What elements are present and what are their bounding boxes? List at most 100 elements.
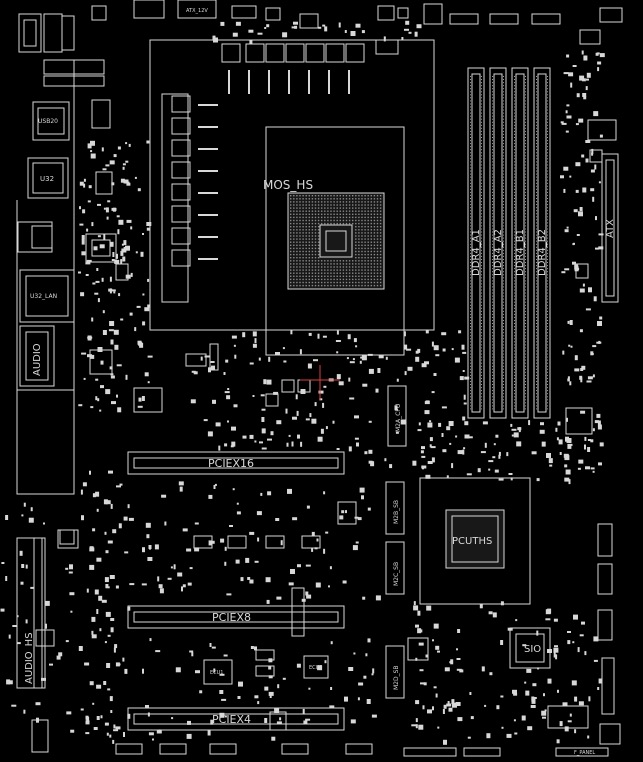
bottom-header-1 <box>115 743 143 755</box>
bottom-header-3 <box>209 743 237 755</box>
chip-mid-1 <box>337 501 357 525</box>
chip-mid-4 <box>265 535 285 549</box>
mosfet-top-4 <box>285 43 305 63</box>
bottom-header-8 <box>555 747 609 757</box>
ecu2-chip <box>303 655 329 679</box>
right-header-1 <box>597 523 613 557</box>
ecu1-chip <box>203 659 233 685</box>
pciex8-slot-inner <box>133 611 339 623</box>
pch-hs-outer <box>419 477 531 605</box>
label-sio: SIO <box>524 644 541 655</box>
bottom-header-6 <box>403 747 457 757</box>
sio-chip <box>509 627 551 669</box>
mosfet-left-5 <box>171 183 191 201</box>
label-ddr4-a1: DDR4_A1 <box>471 229 482 276</box>
mos-hs-outer <box>149 39 435 331</box>
io-usb-top <box>18 13 42 53</box>
cpu-socket-frame <box>265 126 405 356</box>
chip-left-3 <box>85 233 117 263</box>
sio-chip-inner <box>515 633 545 663</box>
top-chip-r10 <box>599 7 623 23</box>
mosfet-left-3 <box>171 139 191 157</box>
top-chip-r5 <box>397 7 409 19</box>
top-chip-r9 <box>531 13 561 25</box>
pciex4-slot-inner <box>133 713 339 725</box>
label-atx: ATX <box>605 219 616 238</box>
io-usb-top-inner <box>23 19 37 47</box>
mosfet-left-2 <box>171 117 191 135</box>
chip-mid-3 <box>227 535 247 549</box>
pcie-switch-chip <box>291 587 305 637</box>
label-pciex4: PCIEX4 <box>212 713 251 726</box>
ecu-cap-2 <box>255 665 275 677</box>
top-chip-r8 <box>489 13 519 25</box>
chip-mid-5 <box>301 535 321 549</box>
cpu-center-inner <box>325 230 347 252</box>
audio-cap-1 <box>35 629 55 647</box>
pciex8-slot <box>127 605 345 629</box>
usb20-inner <box>37 107 65 135</box>
u32-inner <box>32 162 64 194</box>
pciex16-slot <box>127 451 345 475</box>
label-m2a-cpu: M2A_CPU <box>395 404 402 432</box>
mos-hs-inner <box>161 93 189 303</box>
ddr4-a1-slot <box>467 67 485 419</box>
audio-jack-inner <box>25 331 49 381</box>
top-chip-r3 <box>299 13 319 29</box>
mosfet-top-3 <box>265 43 285 63</box>
bottom-header-4 <box>281 743 309 755</box>
label-mos-hs: MOS_HS <box>263 178 313 192</box>
io-connector-3 <box>61 15 75 51</box>
cpu-pins <box>290 195 382 287</box>
ddr4-a2-slot <box>489 67 507 419</box>
label-m2d-sb: M2D_SB <box>393 665 400 690</box>
audio-header <box>31 719 49 753</box>
mosfet-top-7 <box>345 43 365 63</box>
mosfet-top-6 <box>325 43 345 63</box>
label-ecu2: ECU2 <box>309 665 323 671</box>
cap-cluster-3 <box>265 393 279 407</box>
pciex16-slot-inner <box>133 457 339 469</box>
label-m2c-sb: M2C_SB <box>393 562 400 586</box>
pch-chip <box>445 509 505 569</box>
label-u32-lan: U32_LAN <box>30 293 57 300</box>
audio-hs-frame <box>16 537 46 689</box>
mosfet-top-2 <box>245 43 265 63</box>
cpu-center <box>319 224 353 258</box>
top-header-1 <box>91 5 107 21</box>
usb20-connector <box>32 101 70 141</box>
ddr4-b2-slot-inner <box>537 73 547 413</box>
ddr-pins <box>470 76 548 410</box>
mosfet-top-1 <box>221 43 241 63</box>
crosshair-marker <box>300 365 340 400</box>
right-header-4 <box>601 657 615 715</box>
label-f-panel: F_PANEL <box>574 750 595 756</box>
bottom-header-7 <box>463 747 501 757</box>
label-pciex8: PCIEX8 <box>212 611 251 624</box>
m2c-sb-slot <box>385 541 405 595</box>
mosfet-top-5 <box>305 43 325 63</box>
label-audio-hs: AUDIO_HS <box>24 632 35 684</box>
label-m2b-sb: M2B_SB <box>393 500 400 524</box>
pch-chip-inner <box>451 515 499 563</box>
u32-lan-inner <box>25 275 69 317</box>
m2b-sb-slot <box>385 481 405 535</box>
chip-right-2 <box>589 149 603 163</box>
top-header-2 <box>133 0 165 19</box>
label-ddr4-a2: DDR4_A2 <box>493 229 504 276</box>
label-pciex16: PCIEX16 <box>208 457 254 470</box>
top-chip-r2 <box>265 7 281 21</box>
u32-connector <box>27 157 69 199</box>
label-ddr4-b1: DDR4_B1 <box>515 229 526 276</box>
top-chip-r7 <box>449 13 479 25</box>
audio-jack-block <box>19 325 55 387</box>
chip-left-8 <box>209 343 219 371</box>
ddr4-b2-slot <box>533 67 551 419</box>
mosfet-left-7 <box>171 227 191 245</box>
ddr4-b1-slot-inner <box>515 73 525 413</box>
cap-cluster-1 <box>281 379 295 393</box>
mosfet-left-6 <box>171 205 191 223</box>
label-ecu1: ECU1 <box>210 670 224 676</box>
m2a-cpu-slot <box>387 385 407 447</box>
